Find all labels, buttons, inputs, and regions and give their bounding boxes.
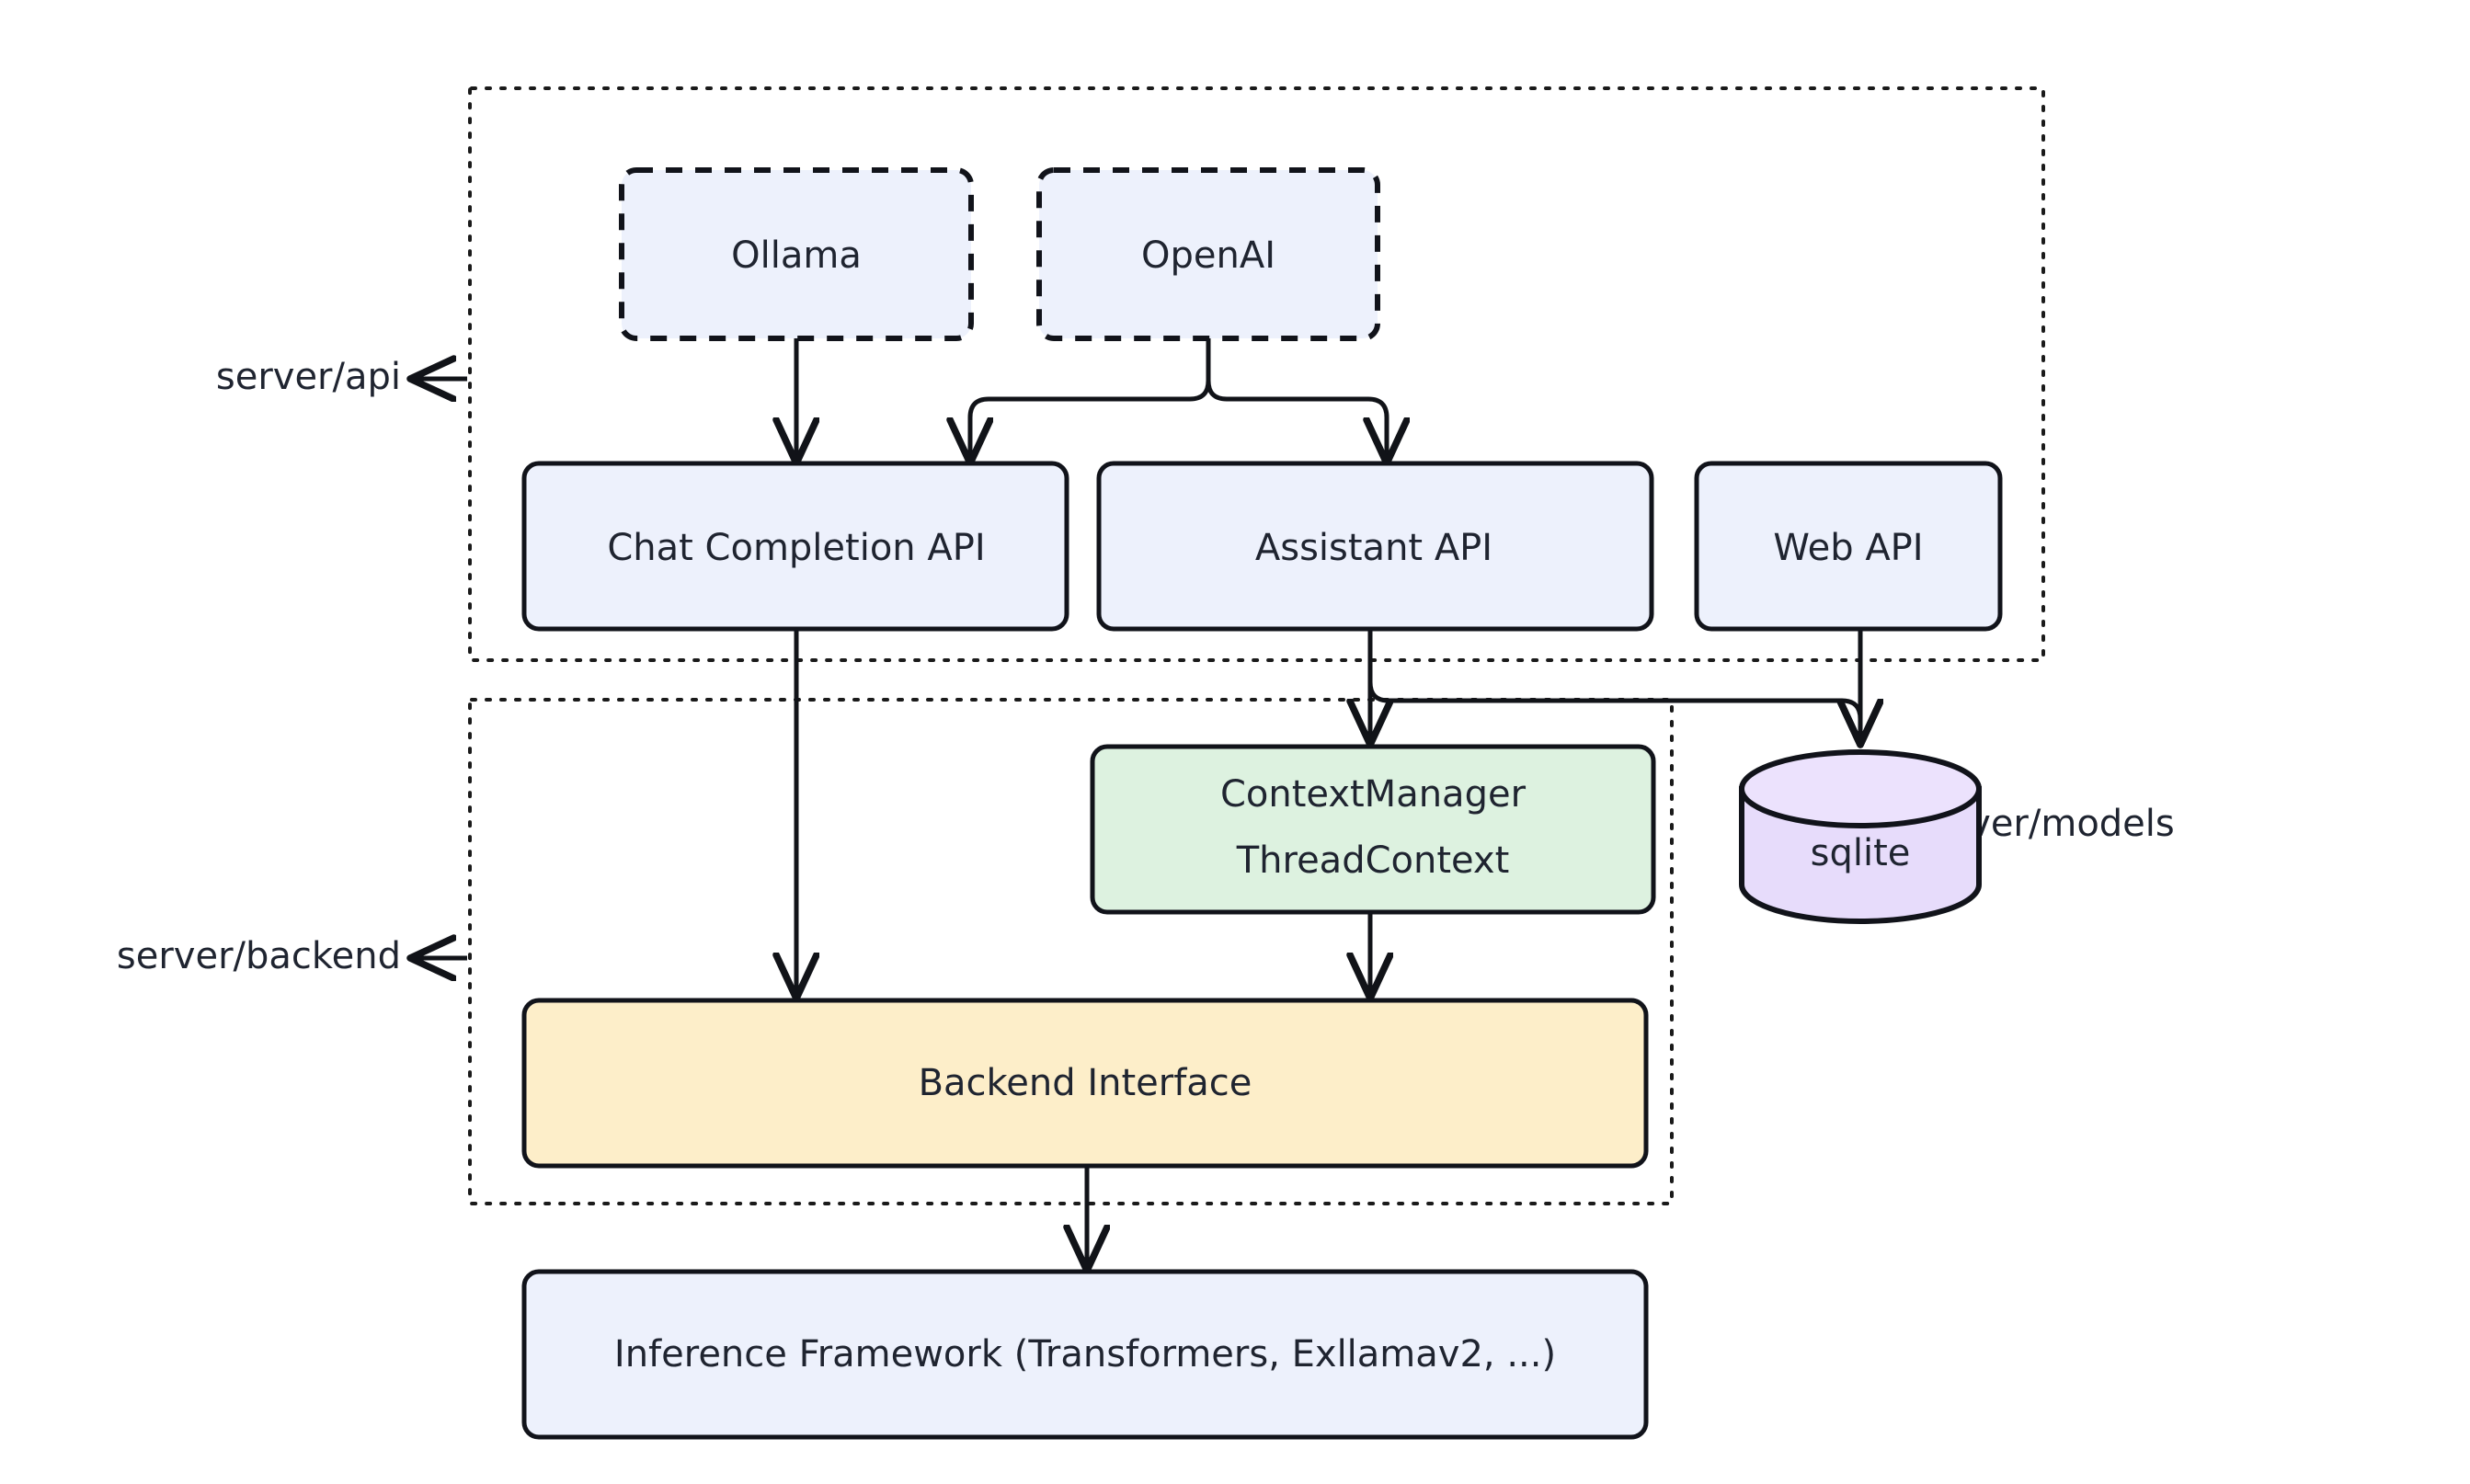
group-label-server-api: server/api xyxy=(216,356,401,398)
node-backend-interface[interactable]: Backend Interface xyxy=(521,998,1649,1169)
node-context-manager-label-line2: ThreadContext xyxy=(1236,839,1510,882)
node-sqlite[interactable]: sqlite xyxy=(1739,749,1982,924)
node-sqlite-label: sqlite xyxy=(1811,832,1911,874)
node-assistant-api-label: Assistant API xyxy=(1255,527,1492,569)
node-chat-completion-api-label: Chat Completion API xyxy=(607,527,985,569)
node-context-manager[interactable]: ContextManager ThreadContext xyxy=(1090,744,1656,915)
group-container-server-api xyxy=(468,86,2045,662)
edge-openai-to-assistant-api xyxy=(1206,338,1387,460)
node-openai-label: OpenAI xyxy=(1141,234,1275,277)
edge-assistant-api-to-sqlite xyxy=(1367,629,1860,741)
node-inference-framework-label: Inference Framework (Transformers, Exlla… xyxy=(614,1333,1556,1376)
node-web-api[interactable]: Web API xyxy=(1694,461,2003,632)
node-assistant-api[interactable]: Assistant API xyxy=(1096,461,1654,632)
node-backend-interface-label: Backend Interface xyxy=(919,1062,1252,1104)
node-openai[interactable]: OpenAI xyxy=(1036,167,1380,341)
node-web-api-label: Web API xyxy=(1773,527,1923,569)
node-inference-framework[interactable]: Inference Framework (Transformers, Exlla… xyxy=(521,1269,1649,1440)
node-ollama-label: Ollama xyxy=(731,234,862,277)
group-label-server-backend: server/backend xyxy=(117,935,401,977)
edge-openai-to-chat-completion-api xyxy=(970,338,1211,460)
node-chat-completion-api[interactable]: Chat Completion API xyxy=(521,461,1069,632)
node-context-manager-label-line1: ContextManager xyxy=(1220,773,1527,816)
node-ollama[interactable]: Ollama xyxy=(619,167,974,341)
